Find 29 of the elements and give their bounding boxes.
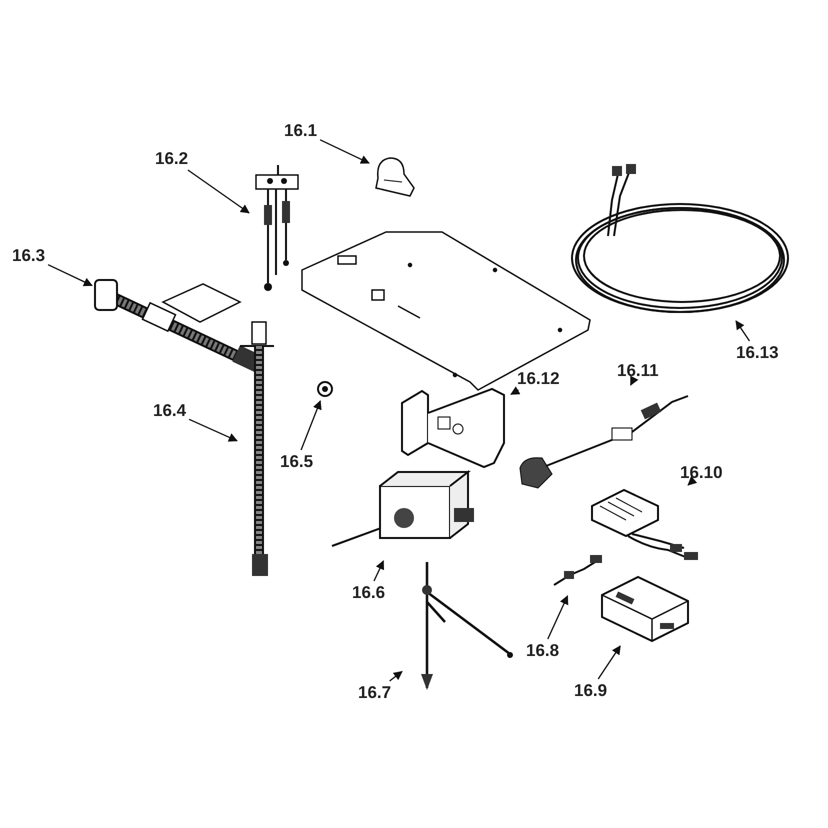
leader-arrow	[630, 376, 638, 386]
part-drawing	[300, 230, 592, 392]
callout-number: 16.7	[358, 684, 392, 701]
leader-arrow	[735, 320, 750, 342]
callout-number: 16.11	[617, 362, 659, 379]
callout-number: 16.10	[680, 464, 723, 481]
leader-arrow	[598, 645, 621, 680]
part-drawing	[240, 322, 275, 578]
callout-number: 16.5	[280, 453, 314, 470]
callout-number: 16.3	[12, 247, 46, 264]
part-drawing	[316, 380, 334, 398]
leader-arrow	[300, 400, 322, 450]
leader-arrow	[48, 264, 93, 286]
callout-number: 16.8	[526, 642, 560, 659]
leader-arrow	[547, 595, 568, 640]
callout-number: 16.4	[153, 402, 186, 419]
callout-number: 16.9	[574, 682, 608, 699]
callout-number: 16.13	[736, 344, 779, 361]
leader-arrow	[389, 670, 403, 682]
callout-number: 16.1	[284, 122, 318, 139]
leader-arrow	[373, 560, 384, 582]
callout-number: 16.12	[517, 370, 560, 387]
leader-arrow	[188, 418, 238, 442]
leader-arrow	[320, 139, 370, 164]
callout-number: 16.6	[352, 584, 386, 601]
callout-number: 16.2	[155, 150, 188, 167]
leader-arrow	[687, 476, 698, 486]
leader-arrow	[510, 386, 520, 395]
leader-arrow	[188, 169, 250, 214]
